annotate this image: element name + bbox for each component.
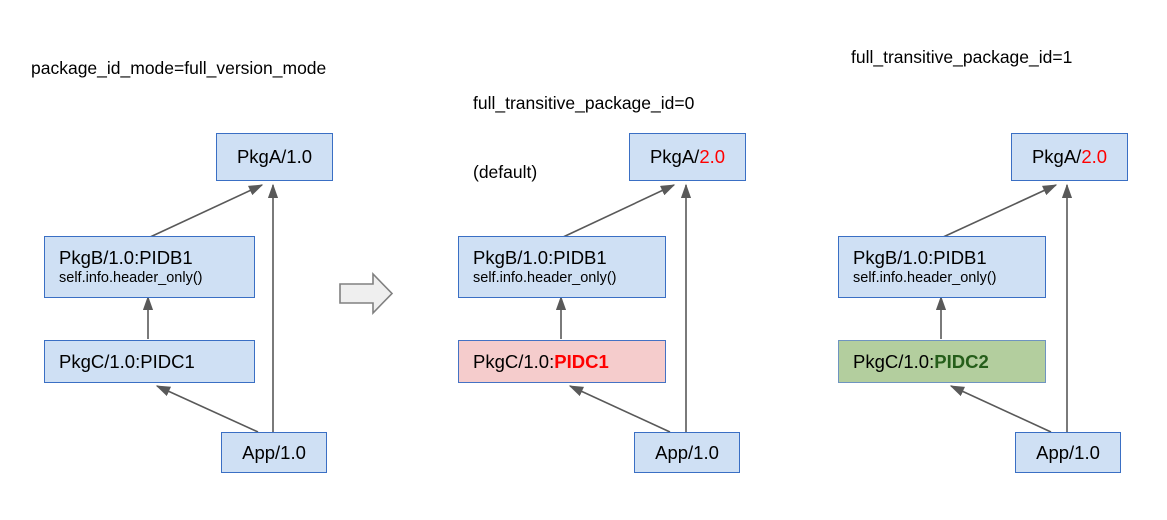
node-pkga-col2-prefix: PkgA/	[649, 146, 700, 167]
node-pkgb-col2[interactable]: PkgB/1.0:PIDB1 self.info.header_only()	[458, 236, 666, 298]
node-pkgc-col3[interactable]: PkgC/1.0:PIDC2	[838, 340, 1046, 383]
node-pkga-col1[interactable]: PkgA/1.0	[216, 133, 333, 181]
node-pkgc-col2-label: PkgC/1.0:PIDC1	[473, 351, 665, 373]
node-app-col1-label: App/1.0	[242, 441, 306, 463]
node-pkgb-col3-detail: self.info.header_only()	[853, 270, 997, 286]
node-pkgc-col1-prefix: PkgC/1.0:	[59, 350, 141, 372]
node-pkgb-col1-title: PkgB/1.0:PIDB1	[59, 247, 193, 268]
node-pkgc-col1-label: PkgC/1.0:PIDC1	[59, 351, 254, 373]
column-title-2-line1: full_transitive_package_id=0	[473, 93, 695, 113]
node-pkgb-col1-detail: self.info.header_only()	[59, 270, 203, 286]
node-pkga-col2-label: PkgA/2.0	[650, 146, 725, 168]
node-pkgb-col3[interactable]: PkgB/1.0:PIDB1 self.info.header_only()	[838, 236, 1046, 298]
node-app-col1[interactable]: App/1.0	[221, 432, 327, 473]
node-pkgc-col1[interactable]: PkgC/1.0:PIDC1	[44, 340, 255, 383]
edge-pkgb-to-pkga-col3	[940, 184, 1058, 239]
edge-pkgb-to-pkga-col1	[147, 184, 264, 239]
node-pkga-col2[interactable]: PkgA/2.0	[629, 133, 746, 181]
node-pkgc-col1-id: PIDC1	[140, 350, 195, 372]
column-title-3: full_transitive_package_id=1	[851, 47, 1073, 67]
node-pkgb-col2-detail: self.info.header_only()	[473, 270, 617, 286]
edge-app-to-pkgc-col3	[949, 385, 1052, 433]
node-pkgc-col2-prefix: PkgC/1.0:	[473, 350, 555, 372]
column-title-2: full_transitive_package_id=0 (default)	[473, 46, 694, 230]
edge-app-to-pkgc-col2	[568, 385, 671, 433]
node-pkgb-col2-title: PkgB/1.0:PIDB1	[473, 247, 607, 268]
column-title-2-line2: (default)	[473, 162, 538, 182]
node-pkgc-col3-id: PIDC2	[934, 350, 989, 372]
node-pkgb-col3-title: PkgB/1.0:PIDB1	[853, 247, 987, 268]
node-pkgc-col3-label: PkgC/1.0:PIDC2	[853, 351, 1045, 373]
node-app-col2-label: App/1.0	[655, 441, 719, 463]
node-pkga-col3-version: 2.0	[1081, 146, 1108, 167]
node-pkga-col3-prefix: PkgA/	[1031, 146, 1082, 167]
node-pkgc-col2-id: PIDC1	[554, 350, 609, 372]
node-pkga-col2-version: 2.0	[699, 146, 726, 167]
node-pkga-col3-label: PkgA/2.0	[1032, 146, 1107, 168]
node-app-col3[interactable]: App/1.0	[1015, 432, 1121, 473]
node-pkga-col3[interactable]: PkgA/2.0	[1011, 133, 1128, 181]
node-pkgc-col3-prefix: PkgC/1.0:	[853, 350, 935, 372]
node-app-col2[interactable]: App/1.0	[634, 432, 740, 473]
node-app-col3-label: App/1.0	[1036, 441, 1100, 463]
transition-arrow	[339, 272, 394, 315]
node-pkgc-col2[interactable]: PkgC/1.0:PIDC1	[458, 340, 666, 383]
node-pkga-col1-label: PkgA/1.0	[236, 146, 313, 167]
edge-app-to-pkgc-col1	[155, 385, 259, 433]
column-title-1: package_id_mode=full_version_mode	[31, 58, 327, 78]
node-pkgb-col1[interactable]: PkgB/1.0:PIDB1 self.info.header_only()	[44, 236, 255, 298]
